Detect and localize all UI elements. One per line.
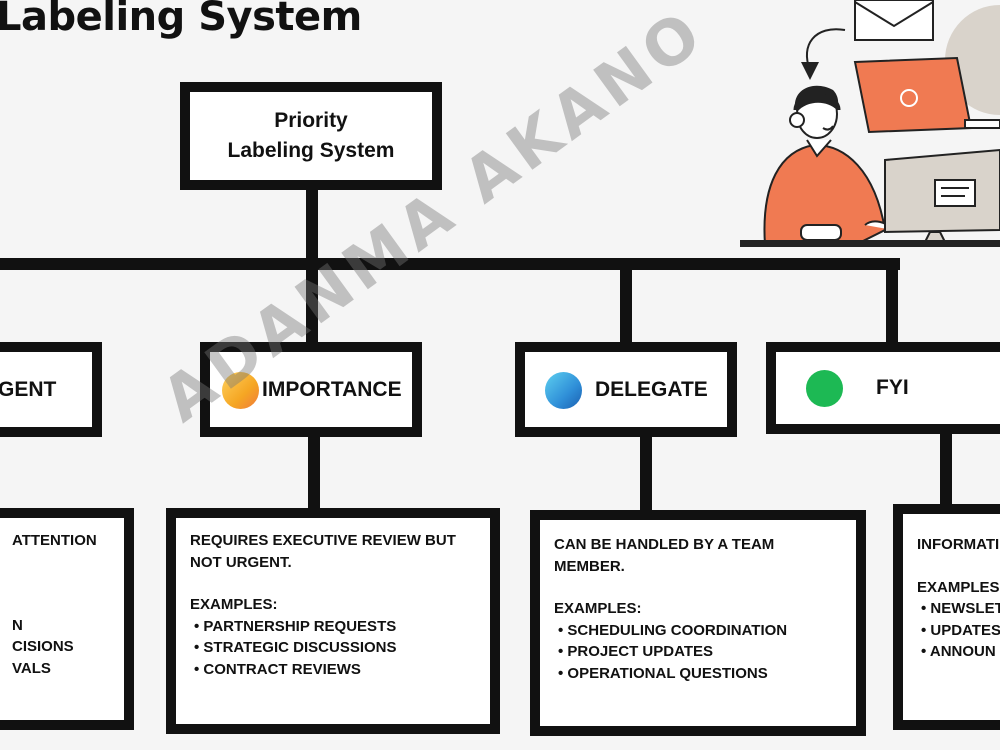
root-line-2: Labeling System <box>227 139 395 162</box>
example-item: CISIONS <box>12 638 74 655</box>
description-text: REQUIRES EXECUTIVE REVIEW BUT <box>190 532 456 549</box>
description-urgent: ATTENTION N CISIONS VALS <box>0 508 134 730</box>
category-delegate: DELEGATE <box>515 342 737 437</box>
curved-arrow-icon <box>801 28 846 80</box>
category-urgent: GENT <box>0 342 102 437</box>
orange-dot-icon <box>222 371 259 409</box>
description-text: MEMBER. <box>554 557 625 575</box>
examples-label: EXAMPLES <box>917 578 1000 596</box>
drop-fyi <box>886 258 898 344</box>
category-label: FYI <box>876 376 909 399</box>
description-text: INFORMATI <box>917 536 1000 553</box>
examples-list: PARTNERSHIP REQUESTS STRATEGIC DISCUSSIO… <box>190 616 476 681</box>
examples-list: NEWSLET UPDATES ANNOUN <box>917 598 1000 663</box>
example-item: UPDATES <box>917 620 1000 642</box>
link-importance-desc <box>308 435 320 511</box>
headset-icon <box>789 112 805 128</box>
example-item: CONTRACT REVIEWS <box>190 659 476 681</box>
root-node: Priority Labeling System <box>180 82 442 190</box>
desk <box>740 240 1000 247</box>
example-item: PARTNERSHIP REQUESTS <box>190 616 476 638</box>
description-text: ATTENTION <box>12 532 97 549</box>
laptop-icon <box>853 56 1000 134</box>
category-label: IMPORTANCE <box>262 377 402 401</box>
example-item: VALS <box>12 659 51 677</box>
description-text: NOT URGENT. <box>190 553 292 571</box>
example-item: ANNOUN <box>917 641 999 663</box>
examples-list: SCHEDULING COORDINATION PROJECT UPDATES … <box>554 620 842 685</box>
drop-delegate <box>620 258 632 344</box>
examples-label: EXAMPLES: <box>554 600 642 617</box>
example-item: PROJECT UPDATES <box>554 641 842 663</box>
example-item: NEWSLET <box>917 598 1000 620</box>
envelope-icon <box>854 0 934 41</box>
link-fyi-desc <box>940 432 952 508</box>
blue-dot-icon <box>545 371 582 409</box>
description-delegate: CAN BE HANDLED BY A TEAM MEMBER. EXAMPLE… <box>530 510 866 736</box>
root-line-1: Priority <box>274 109 348 132</box>
drop-importance <box>306 258 318 344</box>
page-title: Labeling System <box>0 0 362 40</box>
example-item: SCHEDULING COORDINATION <box>554 620 842 642</box>
green-dot-icon <box>806 370 843 407</box>
category-importance: IMPORTANCE <box>200 342 422 437</box>
customer-support-illustration <box>740 0 1000 247</box>
category-fyi: FYI <box>766 342 1000 434</box>
example-item: N <box>12 616 23 634</box>
example-item: STRATEGIC DISCUSSIONS <box>190 637 476 659</box>
monitor-icon <box>884 148 1000 243</box>
category-label: GENT <box>0 377 57 401</box>
example-item: OPERATIONAL QUESTIONS <box>554 663 842 685</box>
root-stem <box>306 188 318 266</box>
person-icon <box>763 85 894 246</box>
horizontal-bus <box>0 258 900 270</box>
description-importance: REQUIRES EXECUTIVE REVIEW BUT NOT URGENT… <box>166 508 500 734</box>
description-text: CAN BE HANDLED BY A TEAM <box>554 536 775 553</box>
category-label: DELEGATE <box>595 377 708 401</box>
link-delegate-desc <box>640 435 652 513</box>
examples-label: EXAMPLES: <box>190 596 278 613</box>
description-fyi: INFORMATI EXAMPLES NEWSLET UPDATES ANNOU… <box>893 504 1000 730</box>
